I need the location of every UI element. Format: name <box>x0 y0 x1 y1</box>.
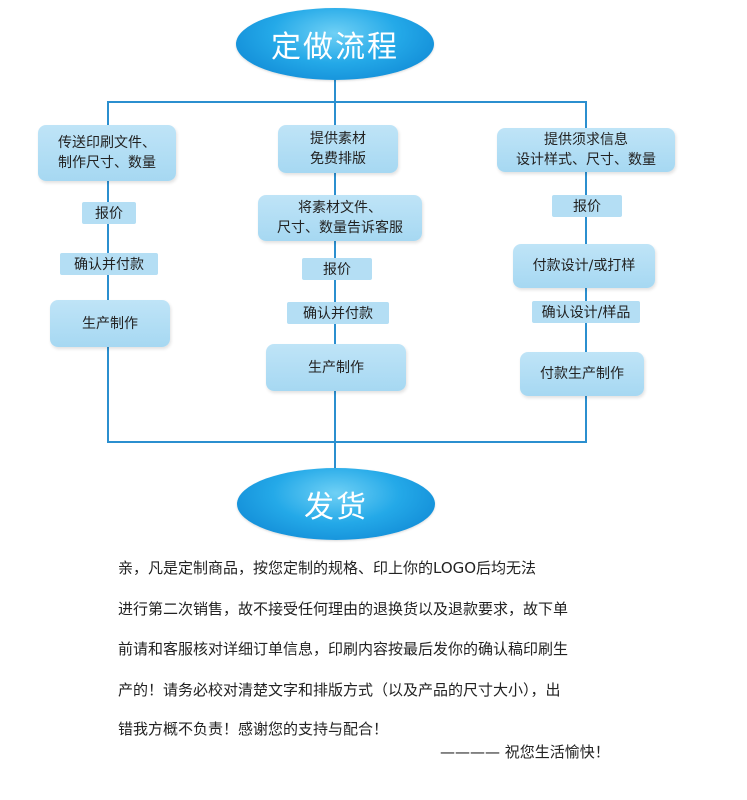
left-head-box: 传送印刷文件、 制作尺寸、数量 <box>38 125 176 181</box>
center-confirm-tag: 确认并付款 <box>287 302 389 324</box>
notice-line-1: 亲，凡是定制商品，按您定制的规格、印上你的LOGO后均无法 <box>118 559 537 577</box>
right-production-box: 付款生产制作 <box>520 352 644 396</box>
notice-line-5: 错我方概不负责！感谢您的支持与配合！ <box>118 720 389 738</box>
notice-line-4: 产的！请务必校对清楚文字和排版方式（以及产品的尺寸大小），出 <box>118 681 561 699</box>
title-ellipse: 定做流程 <box>236 8 434 80</box>
center-head-box: 提供素材 免费排版 <box>278 125 398 173</box>
center-quote-tag: 报价 <box>302 258 372 280</box>
ship-ellipse: 发货 <box>237 468 435 540</box>
right-design-box: 付款设计/或打样 <box>513 244 655 288</box>
center-production-box: 生产制作 <box>266 344 406 391</box>
connector-top-center <box>334 78 336 102</box>
connector-top-bar <box>107 101 587 103</box>
right-quote-tag: 报价 <box>552 195 622 217</box>
notice-line-2: 进行第二次销售，故不接受任何理由的退换货以及退款要求，故下单 <box>118 600 569 618</box>
notice-line-3: 前请和客服核对详细订单信息，印刷内容按最后发你的确认稿印刷生 <box>118 640 569 658</box>
connector-bottom-bar <box>107 441 587 443</box>
left-quote-tag: 报价 <box>82 202 136 224</box>
left-production-box: 生产制作 <box>50 300 170 347</box>
right-head-box: 提供须求信息 设计样式、尺寸、数量 <box>497 128 675 172</box>
right-confirm-design-tag: 确认设计/样品 <box>532 301 640 323</box>
connector-center-vertical <box>334 101 336 469</box>
left-confirm-tag: 确认并付款 <box>60 253 158 275</box>
center-material-box: 将素材文件、 尺寸、数量告诉客服 <box>258 195 422 241</box>
signoff-text: ———— 祝您生活愉快！ <box>440 743 610 761</box>
